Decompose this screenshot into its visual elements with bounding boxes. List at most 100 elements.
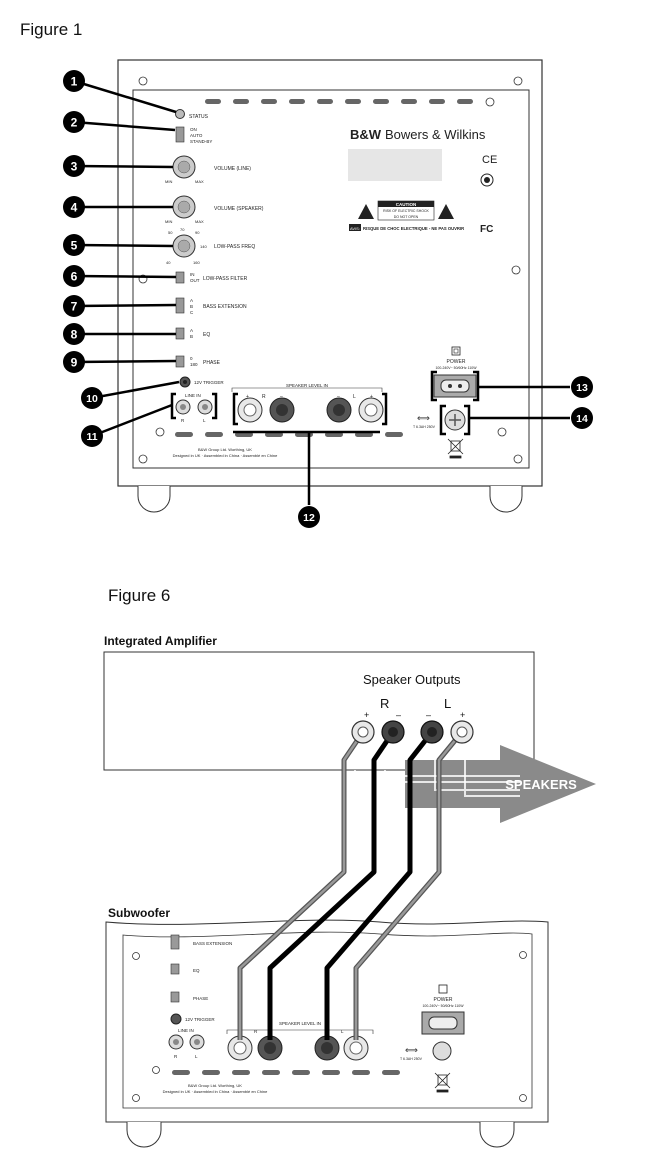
amp-l-label: L (444, 696, 451, 711)
phase-option-0: 0 (190, 356, 193, 361)
svg-text:6: 6 (71, 270, 78, 284)
maker-line-2: Designed in UK · Assembled in China · As… (173, 453, 278, 458)
svg-text:4: 4 (71, 201, 78, 215)
amp-r-plus: + (364, 710, 369, 720)
freq-tick-50: 50 (168, 230, 173, 235)
caution-line2: DO NOT OPEN (394, 215, 419, 219)
volume-line-max: MAX (195, 179, 204, 184)
figure-6-title: Figure 6 (108, 586, 171, 605)
serial-label-area (348, 149, 442, 181)
speaker-l-minus: – (337, 394, 340, 400)
fuse-arrow-icon: ⟺ (417, 413, 430, 423)
callout-13: 13 (571, 376, 593, 398)
sub-vent-slots (172, 1070, 400, 1075)
phase-option-180: 180 (190, 362, 198, 367)
svg-text:3: 3 (71, 160, 78, 174)
bass-extension-switch (175, 297, 185, 314)
eq-switch (175, 327, 185, 340)
maker-line-1: B&W Group Ltd. Worthing, UK (198, 447, 252, 452)
sub-screws (132, 951, 527, 1102)
sub-bass-extension-label: BASS EXTENSION (193, 941, 232, 946)
sub-eq-switch (170, 963, 180, 975)
cable-r-minus (267, 730, 396, 1040)
sub-foot-left (126, 1122, 162, 1148)
amp-l-minus: – (426, 710, 431, 720)
svg-text:5: 5 (71, 239, 78, 253)
svg-text:13: 13 (576, 382, 588, 394)
integrated-amplifier-label: Integrated Amplifier (104, 634, 217, 648)
callout-leaders (73, 79, 570, 505)
status-label: STATUS (189, 114, 209, 120)
volume-speaker-label: VOLUME (SPEAKER) (214, 206, 264, 212)
svg-text:11: 11 (86, 431, 97, 443)
sub-phase-label: PHASE (193, 996, 208, 1001)
low-pass-filter-label: LOW-PASS FILTER (203, 276, 248, 282)
lpf-option-out: OUT (190, 278, 200, 283)
sub-l-label: L (341, 1029, 344, 1034)
figure-6: Integrated Amplifier Speaker Outputs R L… (103, 634, 596, 1148)
brand-name: Bowers & Wilkins (385, 127, 486, 142)
eq-option-a: A (190, 328, 193, 333)
vent-slots-top (205, 99, 473, 104)
phase-switch (175, 355, 185, 368)
sub-foot-right (479, 1122, 515, 1148)
sub-maker-line-1: B&W Group Ltd. Worthing, UK (188, 1083, 242, 1088)
avis-label: AVIS: (350, 226, 360, 231)
callout-brackets (170, 370, 480, 436)
speaker-l-plus: + (370, 394, 373, 400)
callout-5: 5 (63, 234, 85, 256)
sub-line-in-label: LINE IN (178, 1028, 194, 1033)
sub-eq-label: EQ (193, 968, 200, 973)
volume-line-min: MIN (165, 179, 172, 184)
callout-10: 10 (81, 387, 103, 409)
status-led (175, 109, 185, 119)
integrated-amplifier-box (103, 651, 535, 771)
brand-logo: B&W (350, 127, 382, 142)
cable-l-minus (324, 730, 434, 1040)
volume-line-label: VOLUME (LINE) (214, 166, 251, 172)
bass-ext-option-c: C (190, 310, 194, 315)
trigger-label: 12V TRIGGER (194, 380, 224, 385)
speaker-r-minus: – (280, 394, 283, 400)
sub-line-in-r: R (174, 1054, 178, 1059)
sub-power-icon (438, 984, 448, 994)
svg-text:7: 7 (71, 300, 78, 314)
low-pass-freq-label: LOW-PASS FREQ (214, 244, 255, 250)
svg-text:1: 1 (71, 75, 78, 89)
mode-switch (175, 126, 185, 143)
sub-line-in-l: L (195, 1054, 198, 1059)
low-pass-filter-switch (175, 271, 185, 284)
speakers-arrow: SPEAKERS (354, 745, 596, 823)
speaker-r-plus: + (246, 394, 249, 400)
eq-option-b: B (190, 334, 193, 339)
speaker-level-in-label: SPEAKER LEVEL IN (286, 383, 328, 388)
sub-speaker-level-bracket (226, 1029, 374, 1034)
callout-2: 2 (63, 111, 85, 133)
fc-mark: FC (480, 224, 493, 235)
sub-trigger-jack (170, 1013, 182, 1025)
sub-fuse-arrow-icon: ⟺ (405, 1045, 418, 1055)
freq-tick-90: 90 (195, 230, 200, 235)
mode-option-on: ON (190, 127, 197, 132)
caution-line1: RISK OF ELECTRIC SHOCK (383, 209, 429, 213)
svg-text:9: 9 (71, 356, 78, 370)
phase-label: PHASE (203, 360, 221, 366)
figure-1: STATUS ON AUTO STAND-BY VOLUME (LINE) MI… (63, 59, 593, 528)
csa-mark-icon (480, 173, 494, 187)
callout-11: 11 (81, 425, 103, 447)
speaker-l-label: L (353, 394, 356, 400)
speaker-cables (237, 730, 464, 1040)
callout-12: 12 (298, 506, 320, 528)
line-in-label: LINE IN (185, 393, 201, 398)
mode-option-auto: AUTO (190, 133, 203, 138)
sub-bass-extension-switch (170, 934, 180, 950)
sub-maker-line-2: Designed in UK · Assembled in China · As… (163, 1089, 268, 1094)
weee-bin-icon (447, 438, 464, 459)
sub-phase-switch (170, 991, 180, 1003)
subwoofer-label: Subwoofer (108, 906, 170, 920)
speaker-outputs-label: Speaker Outputs (363, 672, 461, 687)
bass-extension-label: BASS EXTENSION (203, 304, 247, 310)
line-in-r-label: R (181, 418, 185, 423)
svg-text:12: 12 (303, 512, 315, 524)
